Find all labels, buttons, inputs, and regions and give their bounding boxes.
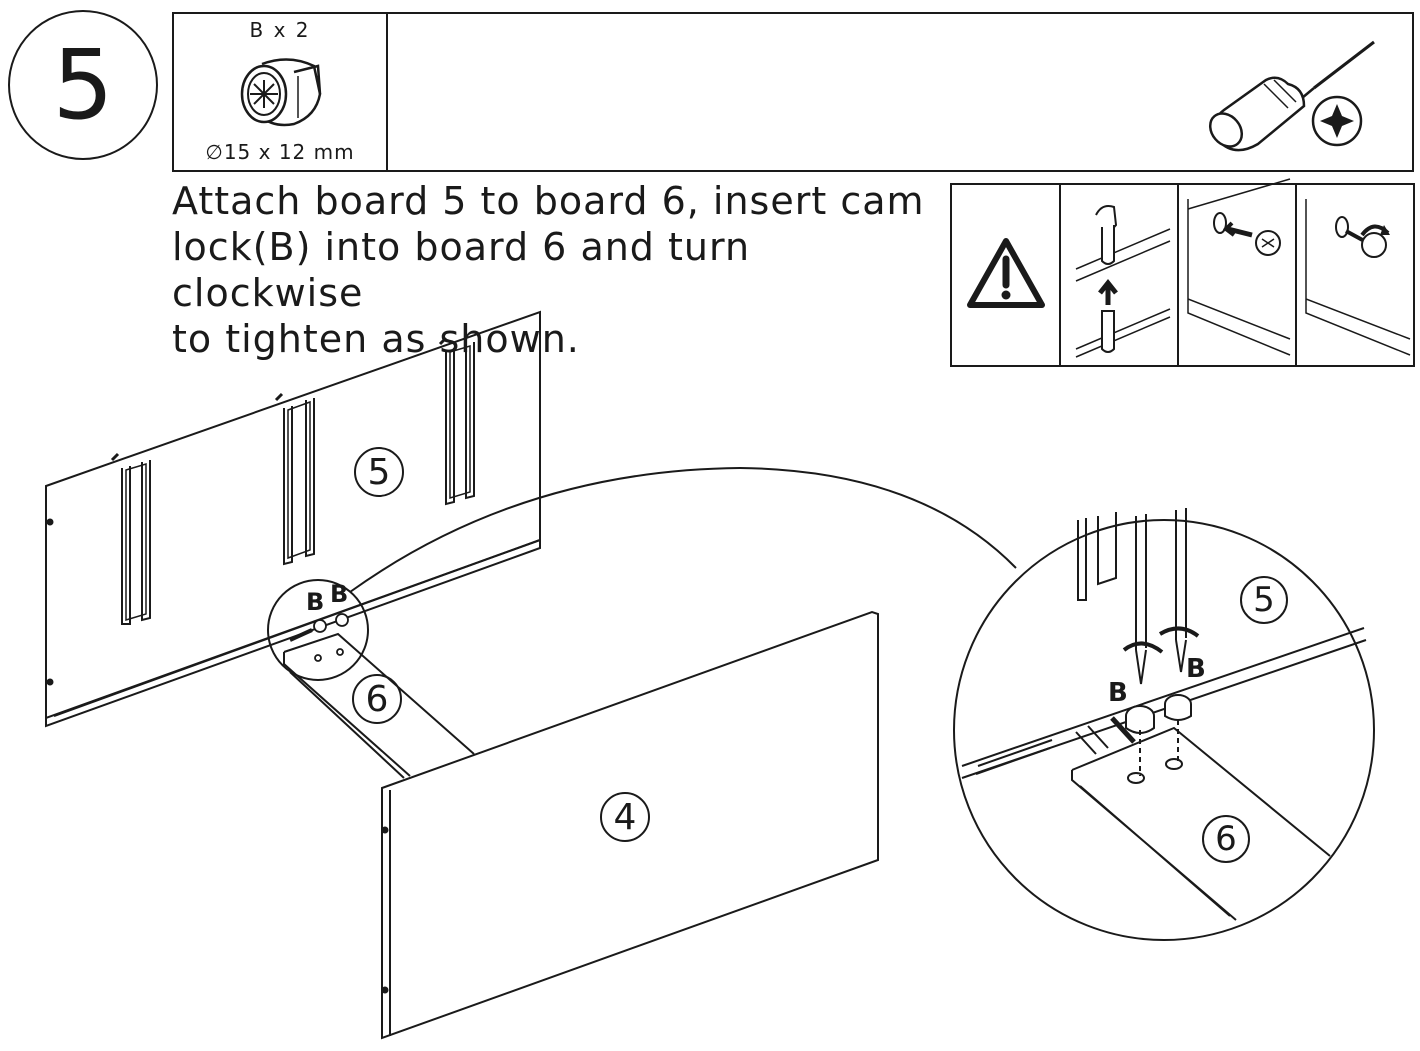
overview-part-b-right: B xyxy=(330,580,349,608)
board-6-drawing xyxy=(283,632,475,779)
screwdriver-icon xyxy=(1208,40,1375,152)
parts-tools-box: B x 2 ∅15 x 12 mm xyxy=(172,12,1414,172)
cam-lock-icon xyxy=(240,58,322,127)
detail-part-b-right: B xyxy=(1186,654,1206,684)
warning-divider-3 xyxy=(1295,185,1297,365)
overview-cam-locks xyxy=(289,613,349,662)
insert-dowel-icon xyxy=(1075,205,1171,358)
board-4-drawing xyxy=(381,610,879,1040)
step-number: 5 xyxy=(52,29,114,141)
board-4-label: 4 xyxy=(600,792,650,842)
warning-box xyxy=(950,178,1415,367)
insert-cam-lock-icon xyxy=(1187,178,1291,356)
board-5-label: 5 xyxy=(354,447,404,497)
warning-triangle-icon xyxy=(967,238,1045,308)
part-size-label: ∅15 x 12 mm xyxy=(205,140,355,164)
detail-view xyxy=(953,508,1375,941)
board-5-drawing xyxy=(45,310,541,728)
instruction-line-1: Attach board 5 to board 6, insert cam xyxy=(172,179,925,223)
board-6-label: 6 xyxy=(352,674,402,724)
warning-divider-2 xyxy=(1177,185,1179,365)
phillips-head-icon xyxy=(1311,95,1363,147)
instruction-line-2: lock(B) into board 6 and turn clockwise xyxy=(172,225,751,315)
detail-board-6-label: 6 xyxy=(1202,815,1250,863)
zoom-connector-line xyxy=(349,466,1017,593)
parts-divider xyxy=(386,14,388,170)
warning-divider-1 xyxy=(1059,185,1061,365)
overview-part-b-left: B xyxy=(306,588,325,616)
detail-part-b-left: B xyxy=(1108,678,1128,708)
turn-cam-lock-icon xyxy=(1305,199,1411,356)
instruction-line-3: to tighten as shown. xyxy=(172,317,580,361)
step-number-circle: 5 xyxy=(8,10,158,160)
detail-board-5-label: 5 xyxy=(1240,576,1288,624)
part-quantity-label: B x 2 xyxy=(249,18,311,42)
instruction-text: Attach board 5 to board 6, insert cam lo… xyxy=(172,178,932,362)
zoom-source-circle xyxy=(267,579,369,681)
